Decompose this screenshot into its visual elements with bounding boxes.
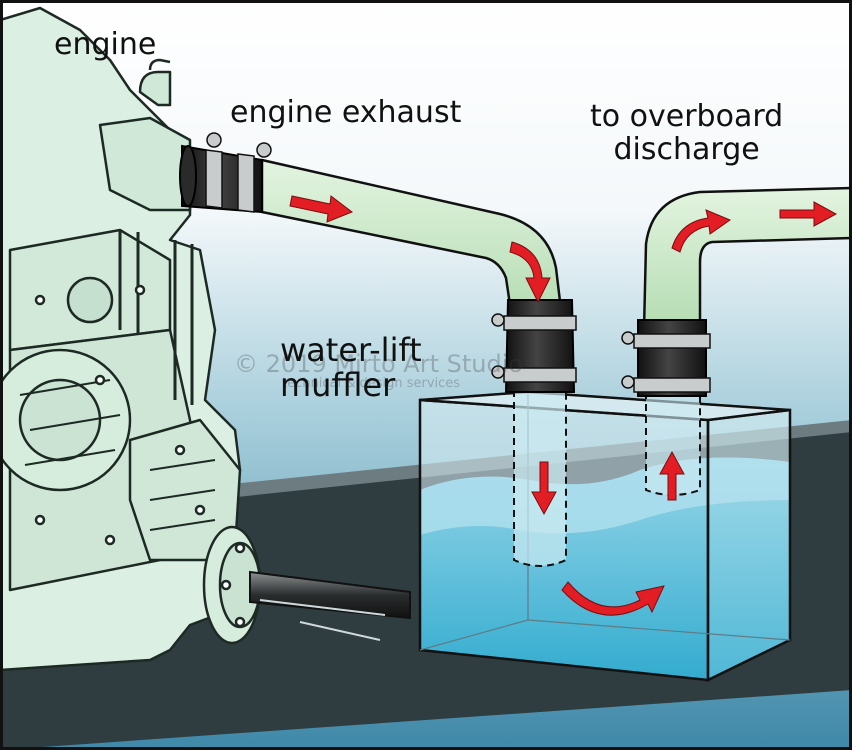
engine-exhaust-hose xyxy=(179,132,564,320)
propeller-shaft xyxy=(249,570,411,620)
label-overboard-line1: to overboard xyxy=(590,99,784,134)
shaft-highlight xyxy=(299,621,381,641)
flow-arrow-icon xyxy=(671,209,732,253)
flow-arrow-icon xyxy=(289,195,354,223)
hose-clamp-icon xyxy=(633,333,711,349)
label-engine-exhaust: engine exhaust xyxy=(230,95,462,130)
watermark-sub: technical & design services xyxy=(282,376,461,391)
flow-arrow-icon xyxy=(561,581,665,616)
muffler-tank xyxy=(418,390,792,683)
inlet-tube xyxy=(491,299,577,567)
watermark: © 2019 Mirto Art Studio technical & desi… xyxy=(234,350,523,391)
label-water-lift-muffler: water-lift muffler xyxy=(280,331,422,405)
flow-arrow-icon xyxy=(509,241,551,304)
watermark-main: © 2019 Mirto Art Studio xyxy=(234,350,524,378)
hose-clamp-icon xyxy=(205,149,223,209)
label-muffler-line2: muffler xyxy=(280,366,396,405)
hose-clamp-icon xyxy=(633,377,711,393)
flow-arrows xyxy=(289,195,838,616)
flow-arrow-icon xyxy=(779,201,838,227)
label-muffler-line1: water-lift xyxy=(280,331,422,369)
flow-arrow-icon xyxy=(659,450,685,501)
flow-arrow-icon xyxy=(531,461,557,516)
label-overboard-line2: discharge xyxy=(613,132,760,167)
label-overboard-discharge: to overboard discharge xyxy=(590,100,783,166)
hose-clamp-icon xyxy=(237,153,255,213)
hose-clamp-icon xyxy=(503,315,577,331)
shaft-highlight xyxy=(259,599,386,616)
hose-clamp-icon xyxy=(503,367,577,383)
label-engine: engine xyxy=(54,27,157,62)
